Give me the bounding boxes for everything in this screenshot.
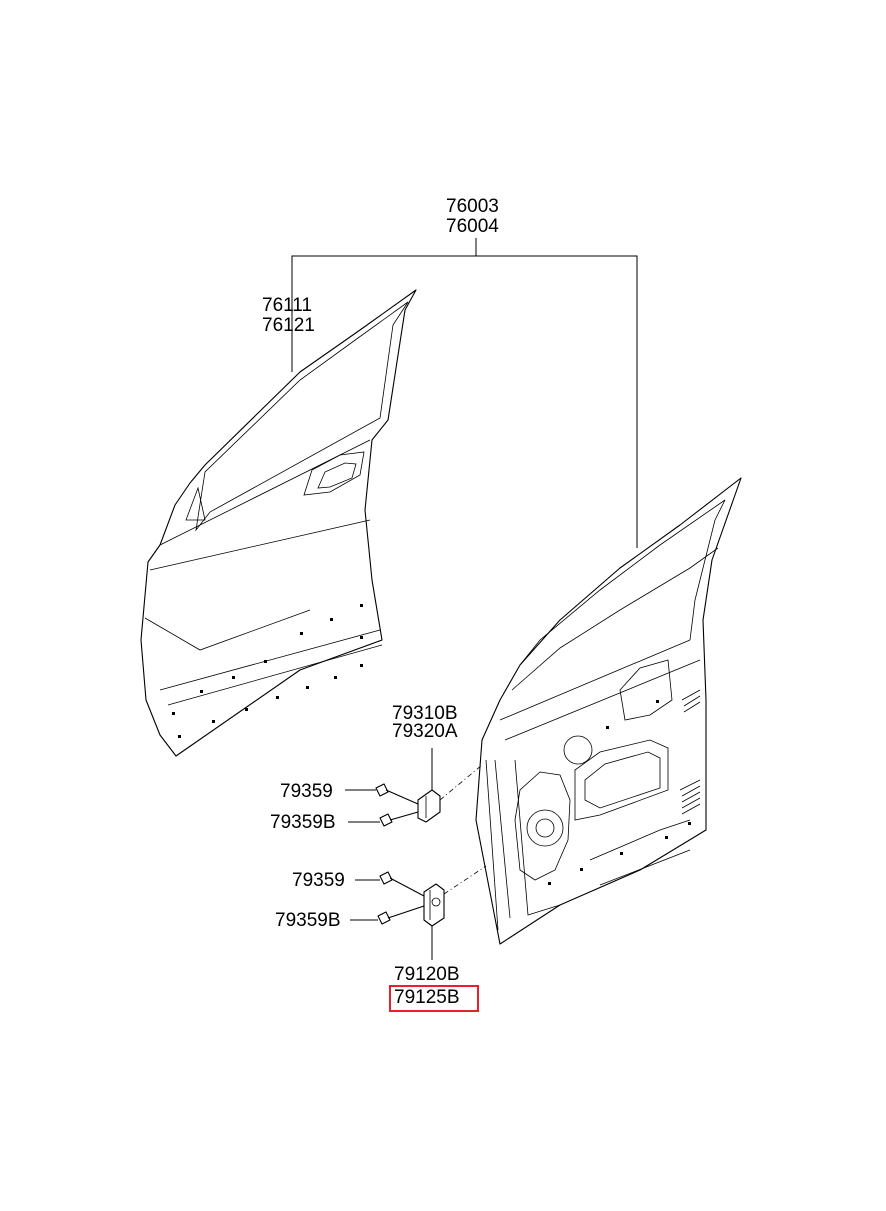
label-79320a: 79320A	[392, 721, 458, 742]
lower-hinge	[423, 865, 487, 960]
label-76004: 76004	[446, 216, 499, 237]
assembly-leader	[291, 238, 638, 548]
label-76003: 76003	[446, 196, 499, 217]
highlight-box	[389, 985, 479, 1012]
frame-fastener-dots	[548, 700, 691, 885]
label-79359b-lower: 79359B	[275, 910, 341, 931]
label-79310b: 79310B	[392, 703, 458, 724]
inner-door-frame	[475, 477, 742, 945]
upper-hinge	[417, 748, 483, 823]
label-79359-upper: 79359	[280, 781, 333, 802]
label-76121: 76121	[262, 315, 315, 336]
label-79359-lower: 79359	[292, 870, 345, 891]
upper-bolts	[345, 783, 419, 827]
outer-door-panel	[140, 289, 417, 757]
panel-fastener-dots	[172, 604, 363, 738]
label-79359b-upper: 79359B	[270, 812, 336, 833]
label-76111: 76111	[262, 295, 313, 316]
label-79125b: 79125B	[394, 987, 460, 1008]
label-79120b: 79120B	[394, 964, 460, 985]
lower-bolts	[350, 871, 425, 925]
